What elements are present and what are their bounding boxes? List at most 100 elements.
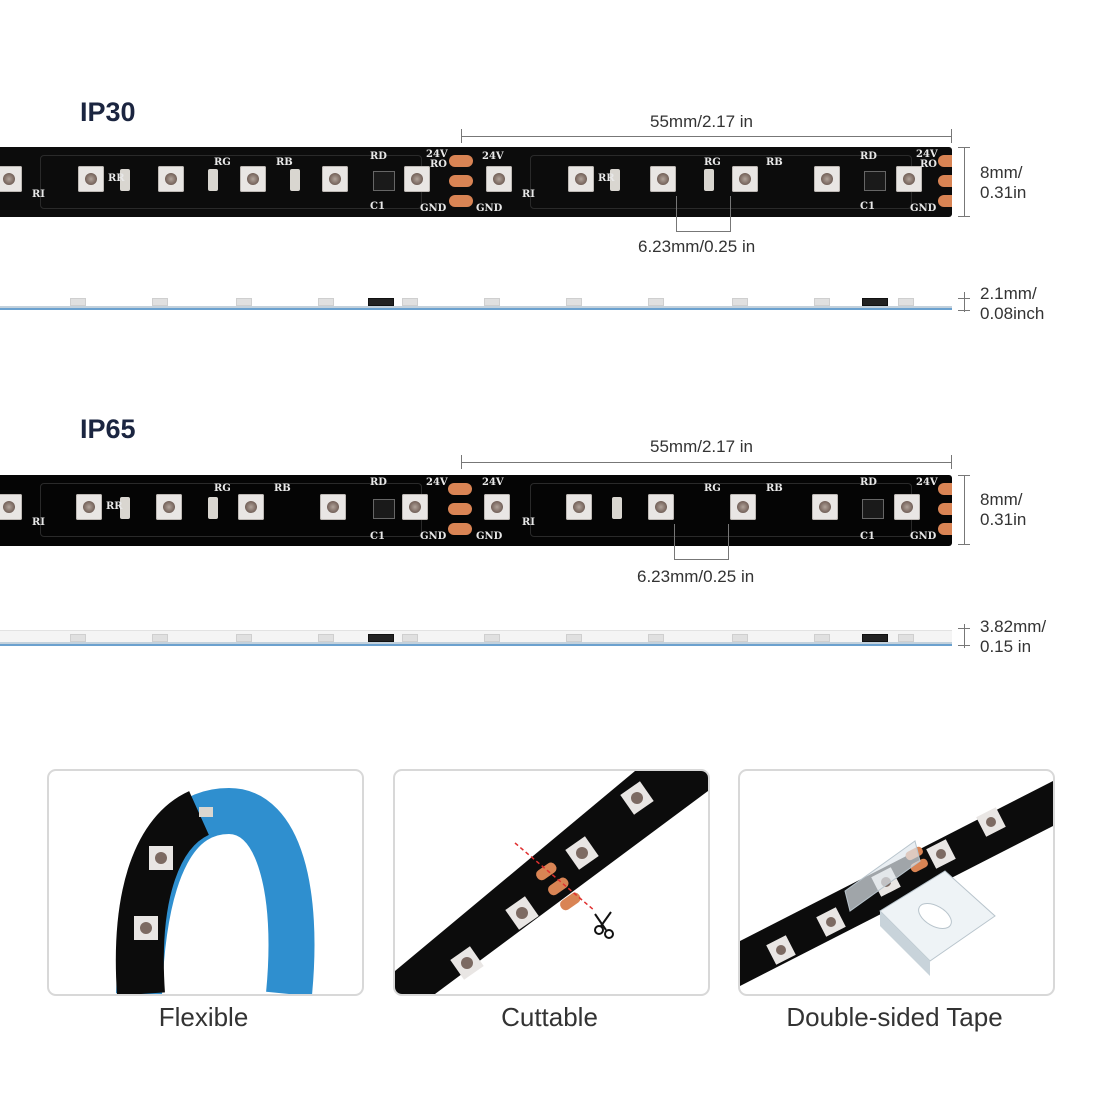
silk-rb: RB	[274, 483, 291, 494]
ip30-width-tick-top	[958, 147, 970, 148]
feature-label-double-sided-tape: Double-sided Tape	[786, 1002, 1003, 1032]
copper-cut-pad	[449, 175, 473, 187]
ip30-length-dimension-line	[461, 136, 951, 137]
scissors-icon	[594, 911, 614, 939]
ip65-title: IP65	[80, 414, 136, 444]
ip30-length-label: 55mm/2.17 in	[650, 112, 753, 131]
silk-rg: RG	[704, 157, 721, 168]
ip30-width-dimension-line	[964, 147, 965, 217]
ip30-length-tick-right	[951, 129, 952, 143]
ip65-thickness-tick-top	[958, 628, 970, 629]
copper-cut-pad	[938, 483, 952, 495]
led-chip	[322, 166, 348, 192]
silk-24v: 24V	[482, 477, 504, 488]
led-chip	[650, 166, 676, 192]
silk-c1: C1	[370, 531, 385, 542]
led-chip	[648, 494, 674, 520]
silk-ro: RO	[920, 159, 938, 170]
silk-24v: 24V	[426, 149, 448, 160]
flexible-strip-illustration	[115, 787, 315, 994]
led-chip	[814, 166, 840, 192]
copper-cut-pad	[938, 175, 952, 187]
led-chip	[730, 494, 756, 520]
led-chip	[896, 166, 922, 192]
ip65-pitch-dimension-line	[674, 559, 729, 560]
silk-gnd: GND	[420, 203, 447, 214]
silk-rd: RD	[860, 477, 877, 488]
ip30-width-tick-bottom	[958, 216, 970, 217]
ip65-led-strip: RI RR RG RB RD C1 24V GND 24V GND RI RG …	[0, 475, 952, 546]
copper-cut-pad	[448, 483, 472, 495]
silk-24v: 24V	[916, 149, 938, 160]
ip30-pitch-dimension-line	[676, 231, 731, 232]
ip65-thickness-label-line1: 3.82mm/	[980, 617, 1047, 636]
ip30-thickness-label-line2: 0.08inch	[980, 304, 1045, 323]
feature-label-cuttable: Cuttable	[501, 1002, 598, 1032]
ip65-width-tick-bottom	[958, 544, 970, 545]
ip65-thickness-dimension-line	[964, 624, 965, 648]
led-chip	[156, 494, 182, 520]
ip65-pitch-tick-left	[674, 524, 675, 560]
led-chip	[486, 166, 512, 192]
ip65-length-label: 55mm/2.17 in	[650, 437, 753, 456]
silk-c1: C1	[860, 531, 875, 542]
ip65-width-label-line2: 0.31in	[980, 510, 1027, 529]
silk-rd: RD	[370, 477, 387, 488]
silk-rb: RB	[766, 483, 783, 494]
feature-card-double-sided-tape	[738, 769, 1055, 996]
ip65-pitch-label: 6.23mm/0.25 in	[637, 567, 755, 586]
ip65-side-profile	[0, 630, 952, 646]
led-chip	[240, 166, 266, 192]
copper-cut-pad	[938, 523, 952, 535]
led-chip	[404, 166, 430, 192]
silk-rg: RG	[214, 483, 231, 494]
silk-rd: RD	[860, 151, 877, 162]
ip30-pitch-tick-left	[676, 196, 677, 232]
silk-24v: 24V	[482, 151, 504, 162]
led-chip	[320, 494, 346, 520]
silk-ro: RO	[430, 159, 448, 170]
silk-gnd: GND	[910, 531, 937, 542]
led-chip	[76, 494, 102, 520]
copper-cut-pad	[938, 155, 952, 167]
led-chip	[238, 494, 264, 520]
silk-c1: C1	[370, 201, 385, 212]
led-chip	[566, 494, 592, 520]
feature-label-flexible: Flexible	[158, 1002, 249, 1032]
copper-cut-pad	[449, 155, 473, 167]
ip65-pitch-tick-right	[728, 524, 729, 560]
ip65-thickness-label-line2: 0.15 in	[980, 637, 1032, 656]
ip30-thickness-dimension-line	[964, 292, 965, 312]
led-chip	[732, 166, 758, 192]
ip30-width-label-line2: 0.31in	[980, 183, 1027, 202]
feature-card-cuttable	[393, 769, 710, 996]
ip30-pitch-tick-right	[730, 196, 731, 232]
silk-c1: C1	[860, 201, 875, 212]
led-chip	[0, 166, 22, 192]
silk-gnd: GND	[476, 203, 503, 214]
led-chip	[568, 166, 594, 192]
led-chip	[484, 494, 510, 520]
silk-rr: RR	[106, 501, 123, 512]
led-chip	[894, 494, 920, 520]
led-chip	[812, 494, 838, 520]
ip65-length-dimension-line	[461, 462, 951, 463]
ip65-thickness-tick-bottom	[958, 645, 970, 646]
ip65-width-label-line1: 8mm/	[980, 490, 1023, 509]
silk-rg: RG	[214, 157, 231, 168]
ip65-length-tick-left	[461, 455, 462, 469]
ip30-pitch-label: 6.23mm/0.25 in	[638, 237, 756, 256]
copper-cut-pad	[448, 503, 472, 515]
silk-gnd: GND	[476, 531, 503, 542]
ip65-length-tick-right	[951, 455, 952, 469]
feature-card-flexible	[47, 769, 364, 996]
silk-gnd: GND	[910, 203, 937, 214]
ip30-side-profile	[0, 298, 952, 310]
led-chip	[0, 494, 22, 520]
copper-cut-pad	[449, 195, 473, 207]
silk-rg: RG	[704, 483, 721, 494]
ip30-led-strip: RI RR RG RB RD C1 24V RO GND 24V GND RI …	[0, 147, 952, 217]
copper-cut-pad	[448, 523, 472, 535]
silk-rr: RR	[598, 173, 615, 184]
led-chip	[402, 494, 428, 520]
